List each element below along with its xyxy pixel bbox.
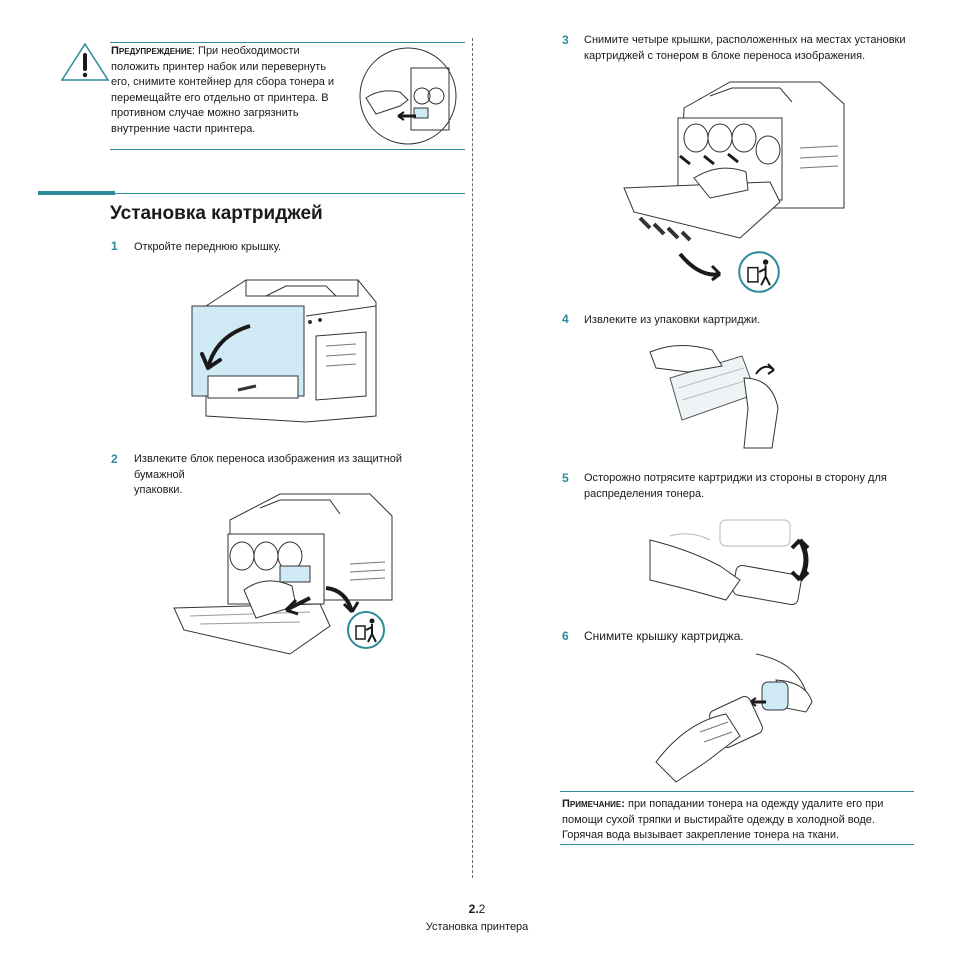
note-line-0: при попадании тонера на одежду удалите е… (627, 798, 884, 810)
warning-label: Предупреждение (111, 45, 192, 57)
page-chapter: 2. (468, 902, 479, 916)
step-1-text: Откройте переднюю крышку. (134, 241, 282, 253)
unpack-cartridge-illustration (648, 338, 788, 453)
remove-cartridge-cap-illustration (656, 652, 816, 784)
step-4-text: Извлеките из упаковки картриджи. (584, 314, 761, 326)
note-line-2: Горячая вода вызывает закрепление тонера… (562, 829, 840, 841)
step-6-text: Снимите крышку картриджа. (584, 629, 744, 643)
section-title: Установка картриджей (110, 203, 323, 224)
remove-transfer-unit-illustration (170, 490, 395, 655)
step-1-number: 1 (111, 239, 118, 253)
warning-line-3: перемещайте его отдельно от принтера. В (111, 91, 329, 104)
step-5-number: 5 (562, 471, 569, 485)
step-2-line-0: Извлеките блок переноса изображения из з… (134, 453, 403, 481)
warning-line-5: внутренние части принтера. (111, 122, 256, 135)
step-3-line-0: Снимите четыре крышки, расположенных на … (584, 34, 906, 46)
printer-open-cover-illustration (186, 276, 386, 426)
page-number: 2.2 (0, 902, 954, 916)
warning-line-2: его, снимите контейнер для сбора тонера … (111, 76, 335, 88)
step-5-line-1: распределения тонера. (584, 487, 705, 500)
warning-line-1: положить принтер набок или перевернуть (111, 60, 327, 73)
warning-bottom-rule (110, 149, 465, 150)
note-bottom-rule (560, 844, 914, 845)
column-divider (472, 38, 473, 878)
warning-icon (60, 42, 110, 82)
note-line-1: помощи сухой тряпки и выстирайте одежду … (562, 813, 875, 826)
warning-illustration (356, 48, 466, 148)
footer-title: Установка принтера (425, 921, 529, 933)
page-index: 2 (478, 902, 486, 916)
warning-line-0: При необходимости (198, 45, 300, 57)
note-top-rule (560, 791, 914, 792)
warning-line-4: противном случае можно загрязнить (111, 107, 299, 119)
step-2-text: Извлеките блок переноса изображения из з… (134, 452, 454, 499)
recycle-bin-icon (737, 250, 781, 294)
section-accent-bar (38, 191, 115, 195)
step-4-number: 4 (562, 312, 569, 326)
note-label: Примечание: (562, 798, 625, 810)
warning-text: Предупреждение: При необходимости положи… (111, 44, 351, 137)
recycle-bin-icon (346, 610, 386, 650)
step-5-text: Осторожно потрясите картриджи из стороны… (584, 471, 924, 502)
step-3-text: Снимите четыре крышки, расположенных на … (584, 33, 924, 64)
remove-four-caps-illustration (620, 78, 850, 278)
step-6-number: 6 (562, 629, 569, 643)
warning-top-rule (110, 42, 465, 43)
step-2-number: 2 (111, 452, 118, 466)
note-text: Примечание: при попадании тонера на одеж… (562, 797, 914, 844)
warning-sep: : (191, 45, 195, 57)
section-rule (115, 193, 465, 194)
step-3-number: 3 (562, 33, 569, 47)
step-5-line-0: Осторожно потрясите картриджи из стороны… (584, 472, 887, 484)
shake-cartridge-illustration (650, 510, 815, 620)
step-3-line-1: картриджей с тонером в блоке переноса из… (584, 49, 866, 62)
step-2-line-1: упаковки. (134, 484, 183, 496)
